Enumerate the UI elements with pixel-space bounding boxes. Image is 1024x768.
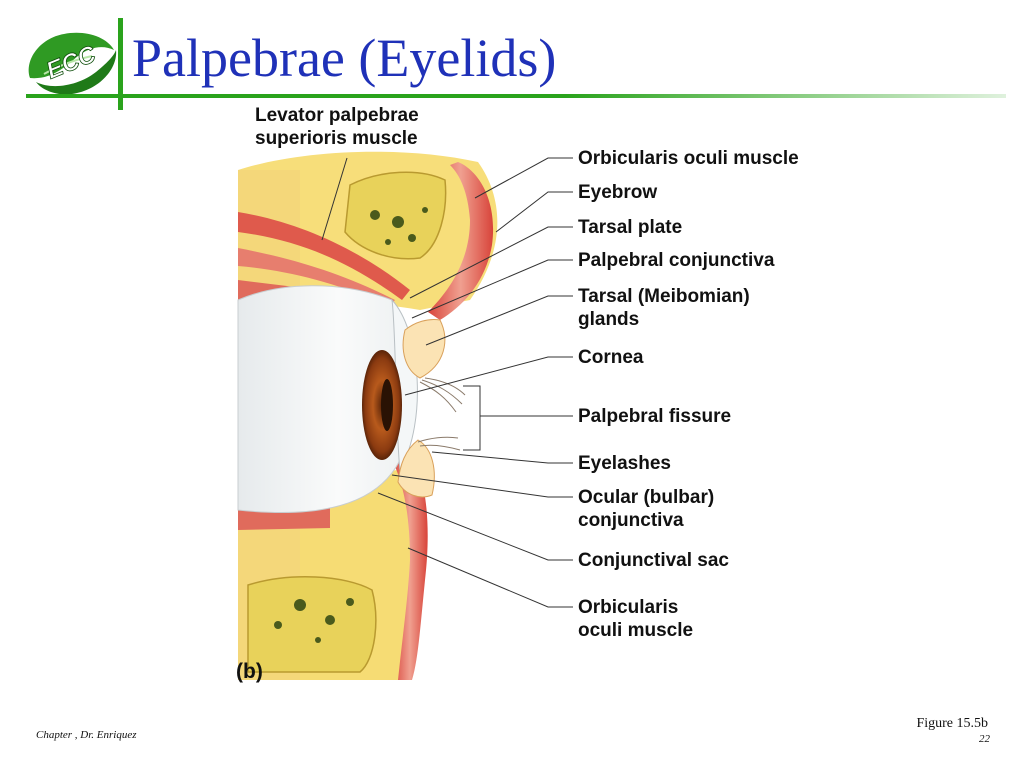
title-underline bbox=[26, 94, 1006, 98]
leader-lines bbox=[321, 157, 573, 608]
eyelashes-drawing bbox=[417, 377, 466, 451]
logo-leaf-icon bbox=[28, 32, 117, 95]
label-conjunctival-sac: Conjunctival sac bbox=[578, 550, 729, 571]
leader-orbicularis-bottom bbox=[407, 547, 573, 608]
footer-chapter: Chapter , Dr. Enriquez bbox=[36, 729, 137, 741]
leader-cornea bbox=[404, 356, 573, 396]
ecc-logo: ECC bbox=[28, 32, 117, 95]
label-orbicularis-oculi-bottom: Orbicularis oculi muscle bbox=[578, 597, 694, 641]
leader-palpebral-conjunctiva bbox=[411, 259, 573, 319]
orbicularis-lower bbox=[392, 450, 428, 680]
label-eyelashes: Eyelashes bbox=[578, 453, 671, 474]
pupil bbox=[381, 379, 393, 431]
leader-eyebrow bbox=[495, 191, 573, 233]
label-orbicularis-oculi-top: Orbicularis oculi muscle bbox=[578, 148, 799, 169]
leader-eyelashes bbox=[431, 451, 573, 464]
panel-letter: (b) bbox=[236, 660, 263, 683]
figure-reference: Figure 15.5b bbox=[916, 716, 988, 731]
upper-bone-pores bbox=[370, 207, 428, 245]
label-ocular-conjunctiva: Ocular (bulbar) conjunctiva bbox=[578, 487, 715, 531]
page-title: Palpebrae (Eyelids) bbox=[132, 28, 557, 88]
label-cornea: Cornea bbox=[578, 347, 644, 368]
page-number: 22 bbox=[979, 733, 990, 745]
label-eyebrow: Eyebrow bbox=[578, 182, 658, 203]
title-vertical-rule bbox=[118, 18, 123, 110]
orbicularis-upper bbox=[428, 162, 494, 320]
label-levator-palpebrae: Levator palpebrae superioris muscle bbox=[255, 105, 419, 149]
lower-eyelid bbox=[397, 439, 435, 498]
label-tarsal-glands: Tarsal (Meibomian) glands bbox=[578, 286, 750, 330]
eyelid-anatomy-illustration bbox=[237, 151, 573, 680]
levator-muscle bbox=[238, 212, 410, 300]
leader-conjunctival-sac bbox=[377, 492, 573, 561]
upper-orbit-bone bbox=[344, 171, 447, 260]
fissure-bracket bbox=[463, 385, 481, 451]
leader-tarsal-glands bbox=[425, 295, 573, 346]
leader-ocular-conjunctiva bbox=[391, 474, 573, 498]
lower-orbit-bone bbox=[247, 576, 377, 673]
label-palpebral-conjunctiva: Palpebral conjunctiva bbox=[578, 250, 775, 271]
leader-tarsal-plate bbox=[409, 226, 573, 299]
label-palpebral-fissure: Palpebral fissure bbox=[578, 406, 732, 427]
lower-bone-pores bbox=[274, 598, 354, 643]
leader-levator bbox=[321, 157, 348, 241]
leader-orbicularis-top bbox=[474, 157, 573, 199]
upper-eyelid bbox=[402, 319, 446, 379]
label-tarsal-plate: Tarsal plate bbox=[578, 217, 683, 238]
